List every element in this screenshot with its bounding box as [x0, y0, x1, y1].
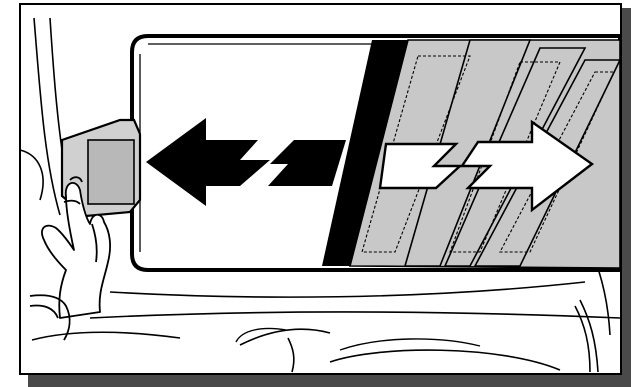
switch-button — [60, 118, 142, 218]
arrow-left-icon — [146, 118, 346, 206]
hand — [29, 176, 111, 341]
sunshade-edge — [322, 40, 408, 266]
interior-details — [235, 327, 481, 351]
arrow-right-icon — [378, 119, 595, 213]
